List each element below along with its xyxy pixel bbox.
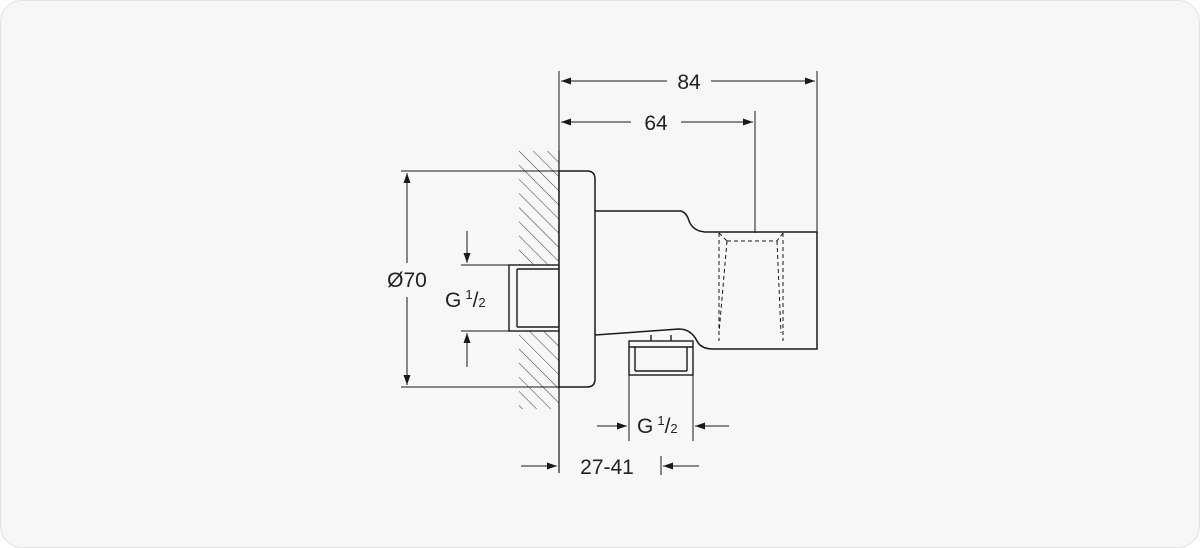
- flange: [558, 170, 596, 388]
- extension-lines: [401, 71, 818, 475]
- wall-thread-denominator: 2: [478, 295, 485, 310]
- outlet-thread-numerator: 1: [657, 413, 664, 428]
- outlet-thread-slash: /: [665, 415, 671, 438]
- dimension-27-41: 27-41: [580, 456, 634, 479]
- wall-thread-numerator: 1: [465, 287, 472, 302]
- outlet-connector: [628, 335, 694, 376]
- wall-thread-connector: [508, 264, 560, 332]
- hidden-bore: [718, 232, 784, 341]
- outlet-thread-denominator: 2: [670, 421, 677, 436]
- dimension-64: 64: [644, 112, 668, 135]
- holder-body: [594, 210, 818, 350]
- outlet-thread-letter: G: [637, 415, 653, 438]
- dimension-diameter-70: Ø70: [387, 269, 427, 292]
- dimension-lines: [403, 77, 815, 470]
- wall-thread-letter: G: [445, 289, 461, 312]
- dimension-84: 84: [677, 71, 701, 94]
- wall-thread-slash: /: [473, 289, 479, 312]
